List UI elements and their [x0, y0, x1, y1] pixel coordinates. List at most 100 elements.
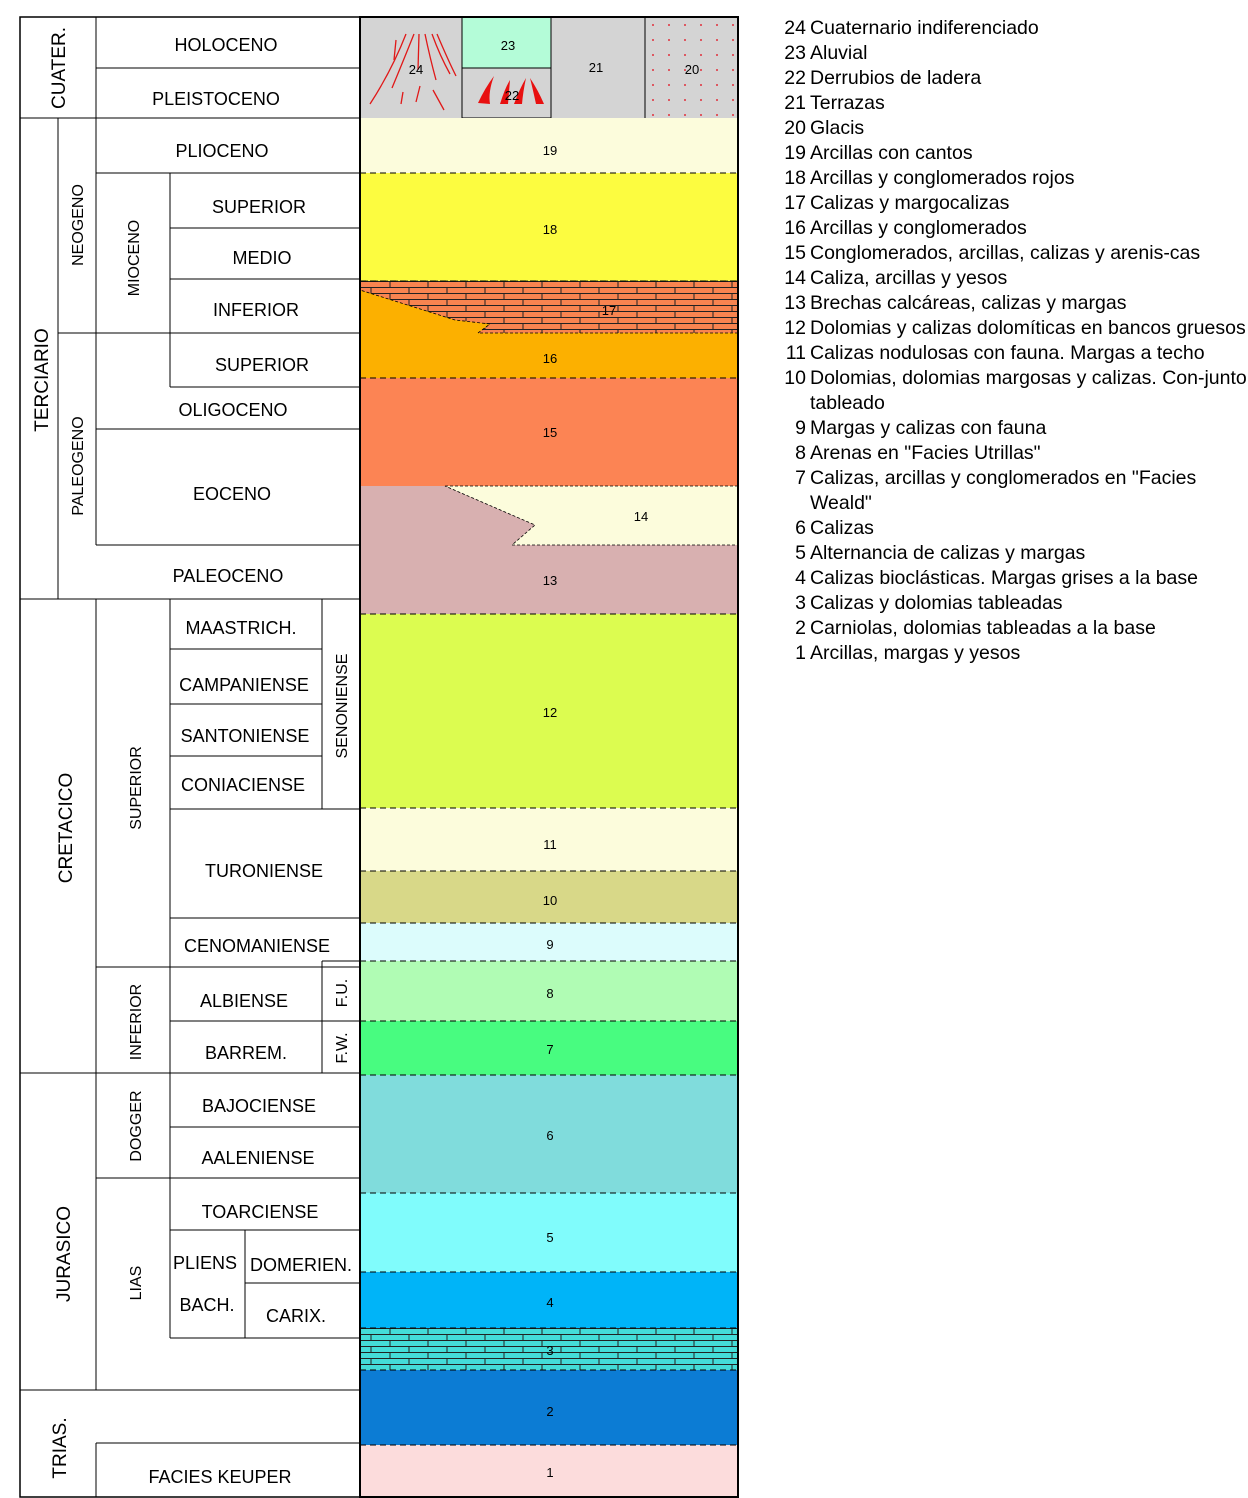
legend-number: 17 — [784, 192, 806, 214]
unit-number: 21 — [589, 60, 603, 75]
legend-text: Calizas, arcillas y conglomerados en "Fa… — [810, 467, 1197, 514]
legend-number: 14 — [784, 267, 806, 289]
legend-number: 4 — [795, 567, 806, 589]
period-label-paleogeno: PALEOGENO — [70, 416, 87, 515]
stage-label: PLIOCENO — [175, 141, 268, 161]
legend-text: Alternancia de calizas y margas — [810, 542, 1086, 564]
stage-label: ALBIENSE — [200, 991, 288, 1011]
era-label-cretacico: CRETACICO — [56, 773, 77, 883]
unit-number: 5 — [546, 1230, 553, 1245]
unit-21-fill — [551, 17, 645, 118]
unit-number: 15 — [543, 425, 557, 440]
legend-number: 21 — [784, 92, 806, 114]
legend-number: 5 — [795, 542, 806, 564]
legend-text: Calizas y dolomias tableadas — [810, 592, 1063, 614]
stage-label: SUPERIOR — [215, 355, 309, 375]
unit-1-fill — [360, 1445, 738, 1497]
period-label-senoniense: SENONIENSE — [334, 654, 351, 759]
stage-label: MAASTRICH. — [185, 618, 296, 638]
unit-number: 8 — [546, 986, 553, 1001]
legend-text: Caliza, arcillas y yesos — [810, 267, 1008, 289]
unit-23-fill — [461, 16, 552, 69]
legend-number: 16 — [784, 217, 806, 239]
unit-18-fill — [360, 173, 738, 281]
legend-text: Margas y calizas con fauna — [810, 417, 1047, 439]
stage-label: OLIGOCENO — [178, 400, 287, 420]
period-label-lias: LIAS — [128, 1266, 145, 1301]
period-label-dogger: DOGGER — [128, 1090, 145, 1161]
stage-label: BARREM. — [205, 1043, 287, 1063]
unit-number: 1 — [546, 1465, 553, 1480]
legend-number: 24 — [784, 17, 806, 39]
legend-text: Calizas y margocalizas — [810, 192, 1010, 214]
unit-number: 2 — [546, 1404, 553, 1419]
unit-number: 17 — [602, 303, 616, 318]
period-labels: NEOGENO PALEOGENO MIOCENO SUPERIOR INFER… — [70, 184, 351, 1300]
legend-text: Terrazas — [810, 92, 885, 114]
unit-number: 4 — [546, 1295, 553, 1310]
unit-24-fill — [360, 17, 462, 118]
unit-6-fill — [360, 1075, 738, 1193]
legend-text: Cuaternario indiferenciado — [810, 17, 1039, 39]
unit-9-fill — [360, 923, 738, 961]
unit-12-fill — [360, 614, 738, 808]
legend-number: 10 — [784, 367, 806, 389]
era-labels: CUATER. TERCIARIO CRETACICO JURASICO TRI… — [32, 27, 77, 1479]
legend-number: 18 — [784, 167, 806, 189]
unit-number: 16 — [543, 351, 557, 366]
unit-3-fill — [360, 1328, 738, 1370]
stage-label: EOCENO — [193, 484, 271, 504]
legend-number: 1 — [795, 642, 806, 664]
legend-number: 19 — [784, 142, 806, 164]
period-label-neogeno: NEOGENO — [70, 184, 87, 266]
stage-label: CENOMANIENSE — [184, 936, 330, 956]
unit-number: 23 — [501, 38, 515, 53]
legend-number: 2 — [795, 617, 806, 639]
stage-label: AALENIENSE — [201, 1148, 314, 1168]
legend-text: Carniolas, dolomias tableadas a la base — [810, 617, 1156, 639]
era-label-cuaternario: CUATER. — [49, 27, 70, 109]
stage-label: BAJOCIENSE — [202, 1096, 316, 1116]
legend-text: Conglomerados, arcillas, calizas y areni… — [810, 242, 1201, 264]
stage-labels: HOLOCENO PLEISTOCENO PLIOCENO SUPERIOR M… — [148, 35, 352, 1487]
legend-text: Arcillas y conglomerados — [810, 217, 1027, 239]
unit-7-fill — [360, 1021, 738, 1075]
unit-14-fill — [444, 485, 739, 546]
stage-label: TOARCIENSE — [202, 1202, 319, 1222]
unit-number: 10 — [543, 893, 557, 908]
stage-label: SANTONIENSE — [181, 726, 310, 746]
legend-text: Dolomias y calizas dolomíticas en bancos… — [810, 317, 1246, 339]
unit-number: 13 — [543, 573, 557, 588]
legend-text: Arcillas con cantos — [810, 142, 973, 164]
period-label-inferior: INFERIOR — [128, 984, 145, 1060]
legend-text: Calizas nodulosas con fauna. Margas a te… — [810, 342, 1205, 364]
legend-text: Derrubios de ladera — [810, 67, 982, 89]
unit-number: 18 — [543, 222, 557, 237]
legend-number: 15 — [784, 242, 806, 264]
stage-label: PALEOCENO — [173, 566, 284, 586]
legend-number: 22 — [784, 67, 806, 89]
unit-number: 14 — [634, 509, 648, 524]
legend-text: Brechas calcáreas, calizas y margas — [810, 292, 1127, 314]
unit-numbers: 24 23 22 21 20 19 18 17 16 15 14 13 12 1… — [409, 38, 699, 1480]
era-label-trias: TRIAS. — [50, 1417, 71, 1478]
unit-number: 20 — [685, 62, 699, 77]
unit-number: 9 — [546, 937, 553, 952]
stage-label: HOLOCENO — [174, 35, 277, 55]
legend-number: 9 — [795, 417, 806, 439]
legend-text: Calizas bioclásticas. Margas grises a la… — [810, 567, 1199, 589]
period-label-mioceno: MIOCENO — [126, 220, 143, 296]
stage-label: TURONIENSE — [205, 861, 323, 881]
